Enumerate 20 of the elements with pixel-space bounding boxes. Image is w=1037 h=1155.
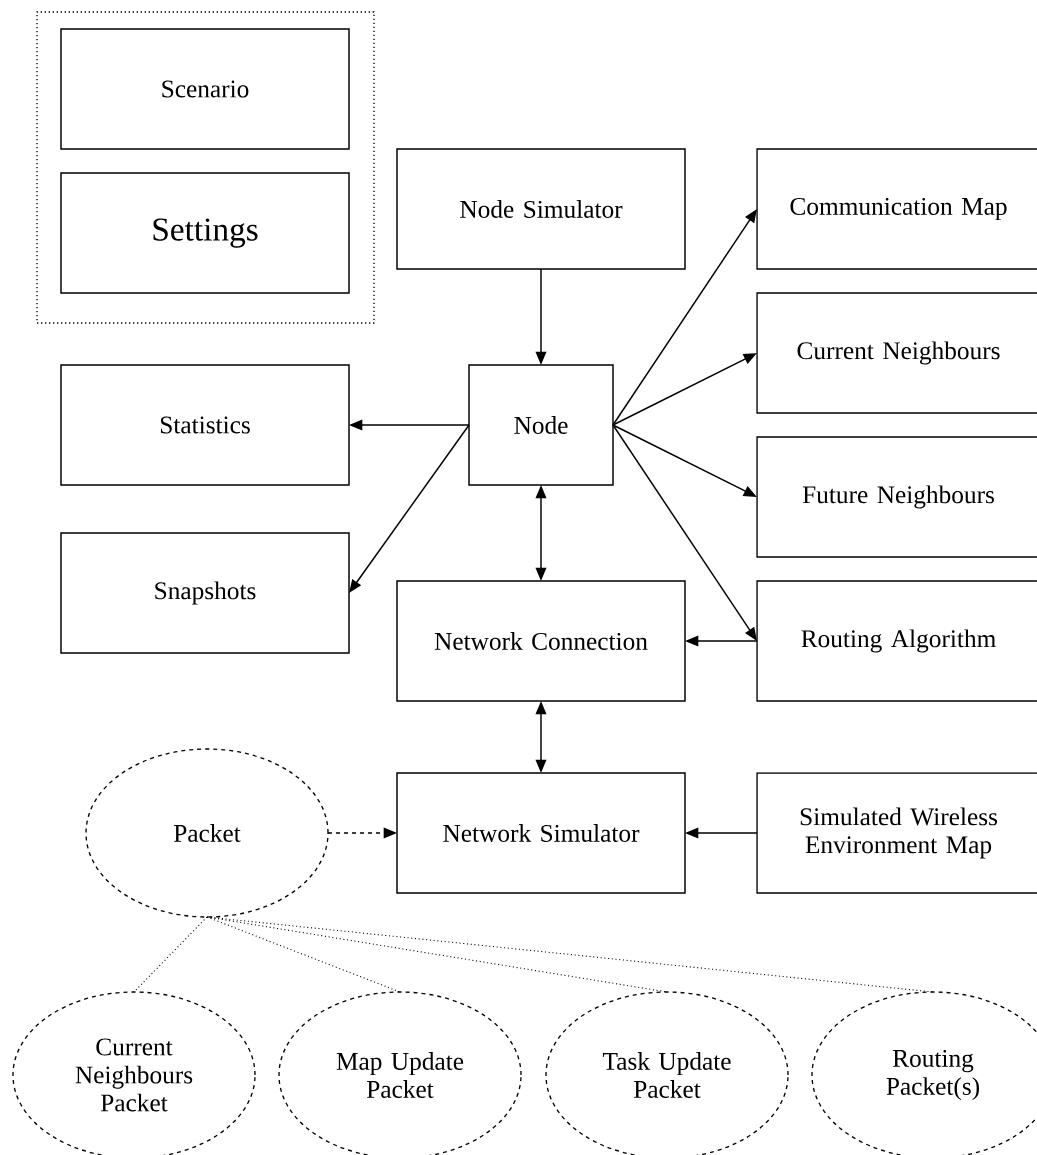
connector-line bbox=[206, 916, 401, 993]
process-box: Node Simulator bbox=[396, 148, 686, 270]
connector-line bbox=[206, 916, 934, 993]
process-box: Scenario bbox=[60, 28, 350, 150]
process-box: Settings bbox=[60, 172, 350, 294]
process-box: Network Simulator bbox=[396, 772, 686, 894]
arrow bbox=[349, 424, 470, 593]
connector-line bbox=[133, 916, 208, 993]
process-box: Snapshots bbox=[60, 532, 350, 654]
arrow bbox=[612, 209, 757, 426]
process-box: Simulated Wireless Environment Map bbox=[756, 772, 1037, 894]
process-box: Statistics bbox=[60, 364, 350, 486]
group-box bbox=[36, 11, 375, 324]
process-box: Routing Algorithm bbox=[756, 580, 1037, 702]
process-box: Current Neighbours bbox=[756, 292, 1037, 414]
arrow bbox=[612, 424, 757, 641]
process-box: Communication Map bbox=[756, 148, 1037, 270]
process-box: Node bbox=[468, 364, 614, 486]
process-box: Network Connection bbox=[396, 580, 686, 702]
process-box: Future Neighbours bbox=[756, 436, 1037, 558]
